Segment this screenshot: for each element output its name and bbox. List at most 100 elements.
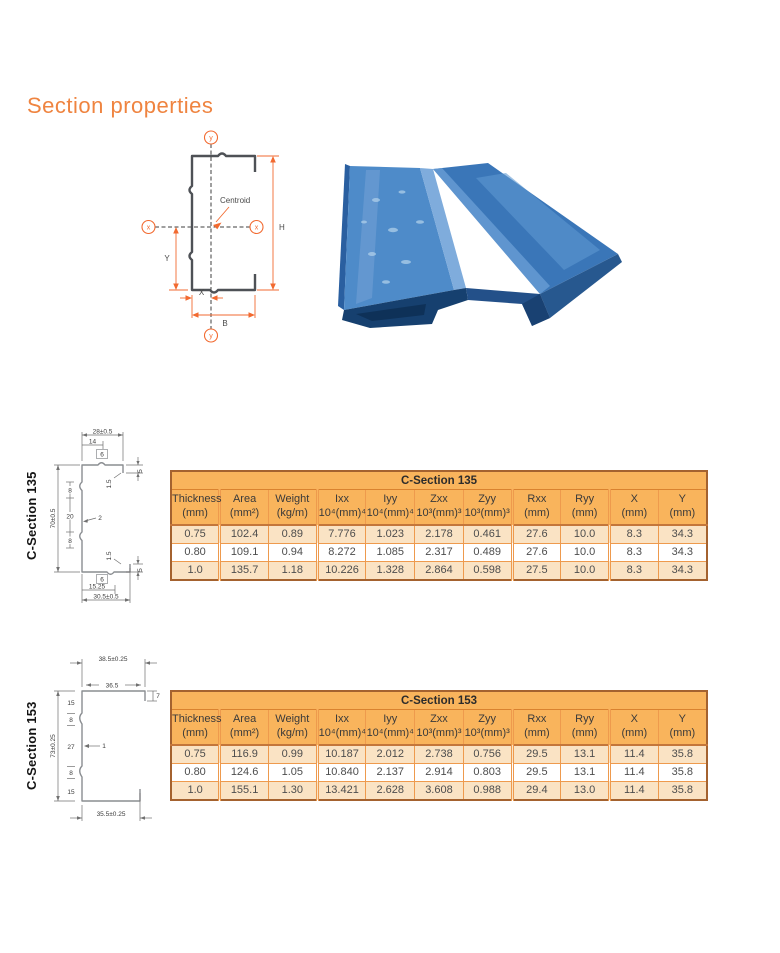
table-cell: 29.5 xyxy=(510,744,562,764)
dim-label: 30.5±0.5 xyxy=(93,594,119,601)
table-cell: 34.3 xyxy=(657,524,708,544)
dim-label: 36.5 xyxy=(106,683,119,690)
table-cell: 0.756 xyxy=(462,744,513,764)
table-cell: 29.4 xyxy=(510,780,562,801)
page-title: Section properties xyxy=(27,93,214,118)
dim-label: 28±0.5 xyxy=(93,429,113,436)
table-c-section-153: C-Section 153 Thickness(mm)Area(mm²)Weig… xyxy=(170,690,708,801)
drawing-c-section-135: 28±0.5 14 6 5 1.5 70±0.5 8 20 8 2 xyxy=(50,429,144,603)
table-cell: 102.4 xyxy=(218,524,269,544)
c153-profile xyxy=(79,690,146,802)
table-cell: 0.80 xyxy=(170,542,221,562)
column-header: Thickness(mm) xyxy=(170,488,222,526)
table-cell: 13.421 xyxy=(315,780,367,801)
column-header: Thickness(mm) xyxy=(170,708,222,746)
column-header: Y(mm) xyxy=(657,488,708,526)
table-cell: 155.1 xyxy=(218,780,269,801)
table-cell: 0.75 xyxy=(170,524,221,544)
table-cell: 0.99 xyxy=(267,744,318,764)
table-cell: 13.1 xyxy=(560,762,610,782)
column-header: Weight(kg/m) xyxy=(267,488,318,526)
table-cell: 109.1 xyxy=(218,542,269,562)
dim-h-label: H xyxy=(279,223,285,232)
dim-y: Y xyxy=(164,227,188,291)
table-cell: 0.988 xyxy=(462,780,513,801)
table-cell: 3.608 xyxy=(414,780,464,801)
dim-label: 1 xyxy=(102,743,106,750)
table-cell: 10.840 xyxy=(315,762,367,782)
dim-label: 8 xyxy=(69,770,73,777)
table-cell: 1.328 xyxy=(365,560,416,581)
dim-b: B xyxy=(191,295,256,328)
y-axis-label-bottom: y xyxy=(209,333,213,340)
dim-label: 15 xyxy=(67,700,75,707)
blue-channel-left xyxy=(338,164,468,328)
table-cell: 2.628 xyxy=(365,780,416,801)
dim-label: 38.5±0.25 xyxy=(99,656,128,663)
table-cell: 27.6 xyxy=(510,542,562,562)
table-cell: 0.75 xyxy=(170,744,221,764)
side-label-c-section-135: C-Section 135 xyxy=(24,471,39,560)
table-cell: 13.0 xyxy=(560,780,610,801)
dim-label: 8 xyxy=(69,717,73,724)
table-cell: 2.178 xyxy=(414,524,464,544)
dim-label: 20 xyxy=(66,514,74,521)
axis-markers: y y x x xyxy=(141,130,264,343)
table-cell: 10.0 xyxy=(560,542,610,562)
centroid-label: Centroid xyxy=(220,196,250,205)
dim-label: 35.5±0.25 xyxy=(97,811,126,818)
dim-y-label: Y xyxy=(164,254,170,263)
dim-label: 6 xyxy=(100,452,104,459)
dim-label: 5 xyxy=(137,469,144,473)
table-c-section-135: C-Section 135 Thickness(mm)Area(mm²)Weig… xyxy=(170,470,708,581)
table-cell: 29.5 xyxy=(510,762,562,782)
table-cell: 7.776 xyxy=(315,524,367,544)
table-cell: 1.05 xyxy=(267,762,318,782)
table-cell: 8.3 xyxy=(607,542,659,562)
drawing-c-section-153: 38.5±0.25 36.5 7 73±0.25 15 8 27 8 15 1 … xyxy=(50,656,160,821)
column-header: Y(mm) xyxy=(657,708,708,746)
dim-x: X xyxy=(180,288,223,301)
column-header: Ryy(mm) xyxy=(560,488,610,526)
dim-label: 8 xyxy=(68,488,72,495)
table-cell: 2.738 xyxy=(414,744,464,764)
table-cell: 116.9 xyxy=(218,744,269,764)
column-header: Area(mm²) xyxy=(218,708,269,746)
dim-label: 15 xyxy=(67,789,75,796)
column-header: Ryy(mm) xyxy=(560,708,610,746)
table-title: C-Section 135 xyxy=(171,471,707,490)
table-title: C-Section 153 xyxy=(171,691,707,710)
table-cell: 1.0 xyxy=(170,780,221,801)
table-cell: 1.085 xyxy=(365,542,416,562)
table-cell: 10.0 xyxy=(560,560,610,581)
column-header: Rxx(mm) xyxy=(510,488,562,526)
blue-channel-right xyxy=(433,163,622,326)
dim-label: 70±0.5 xyxy=(50,508,57,528)
table-cell: 0.89 xyxy=(267,524,318,544)
table-cell: 8.3 xyxy=(607,560,659,581)
column-header: Rxx(mm) xyxy=(510,708,562,746)
dim-label: 8 xyxy=(68,538,72,545)
table-cell: 124.6 xyxy=(218,762,269,782)
dim-label: 2 xyxy=(98,515,102,522)
dim-x-label: X xyxy=(199,288,205,297)
table-cell: 0.461 xyxy=(462,524,513,544)
table-cell: 13.1 xyxy=(560,744,610,764)
dim-label: 73±0.25 xyxy=(50,734,57,758)
table-cell: 0.803 xyxy=(462,762,513,782)
dim-label: 1.5 xyxy=(106,551,113,560)
dim-label: 14 xyxy=(89,439,97,446)
table-cell: 0.94 xyxy=(267,542,318,562)
table-cell: 2.317 xyxy=(414,542,464,562)
